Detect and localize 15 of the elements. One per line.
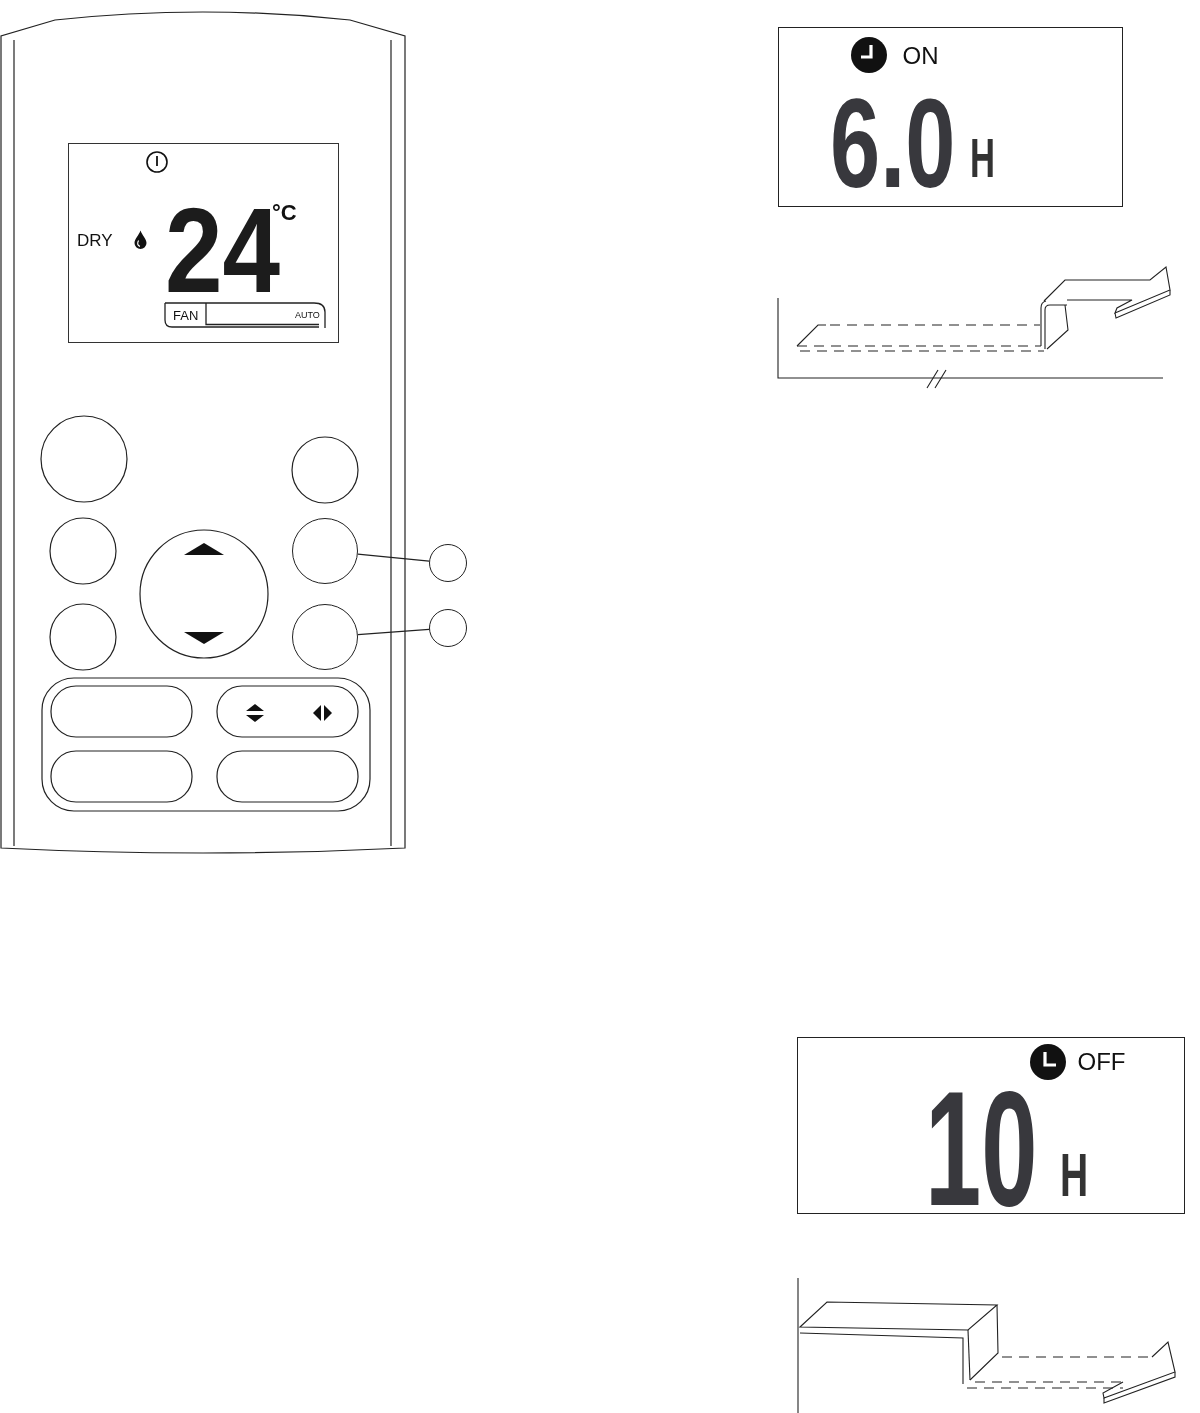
leader-line bbox=[357, 553, 430, 562]
timer-mode-label: ON bbox=[902, 43, 939, 68]
fan-label: FAN bbox=[173, 309, 199, 322]
leader-line bbox=[357, 628, 430, 636]
timer-display bbox=[778, 27, 1123, 207]
mode-label: DRY bbox=[77, 232, 113, 249]
hour-unit-label: H bbox=[969, 137, 995, 179]
fan-speed-bar bbox=[164, 302, 326, 328]
timer-display bbox=[797, 1037, 1185, 1214]
timer-mode-label: OFF bbox=[1077, 1049, 1126, 1074]
timer-digits: 6.0 bbox=[829, 95, 955, 191]
fan-speed-label: AUTO bbox=[295, 311, 320, 320]
lcd-screen bbox=[68, 143, 339, 343]
timer-digits: 10 bbox=[924, 1087, 1037, 1210]
hour-unit-label: H bbox=[1059, 1152, 1088, 1199]
